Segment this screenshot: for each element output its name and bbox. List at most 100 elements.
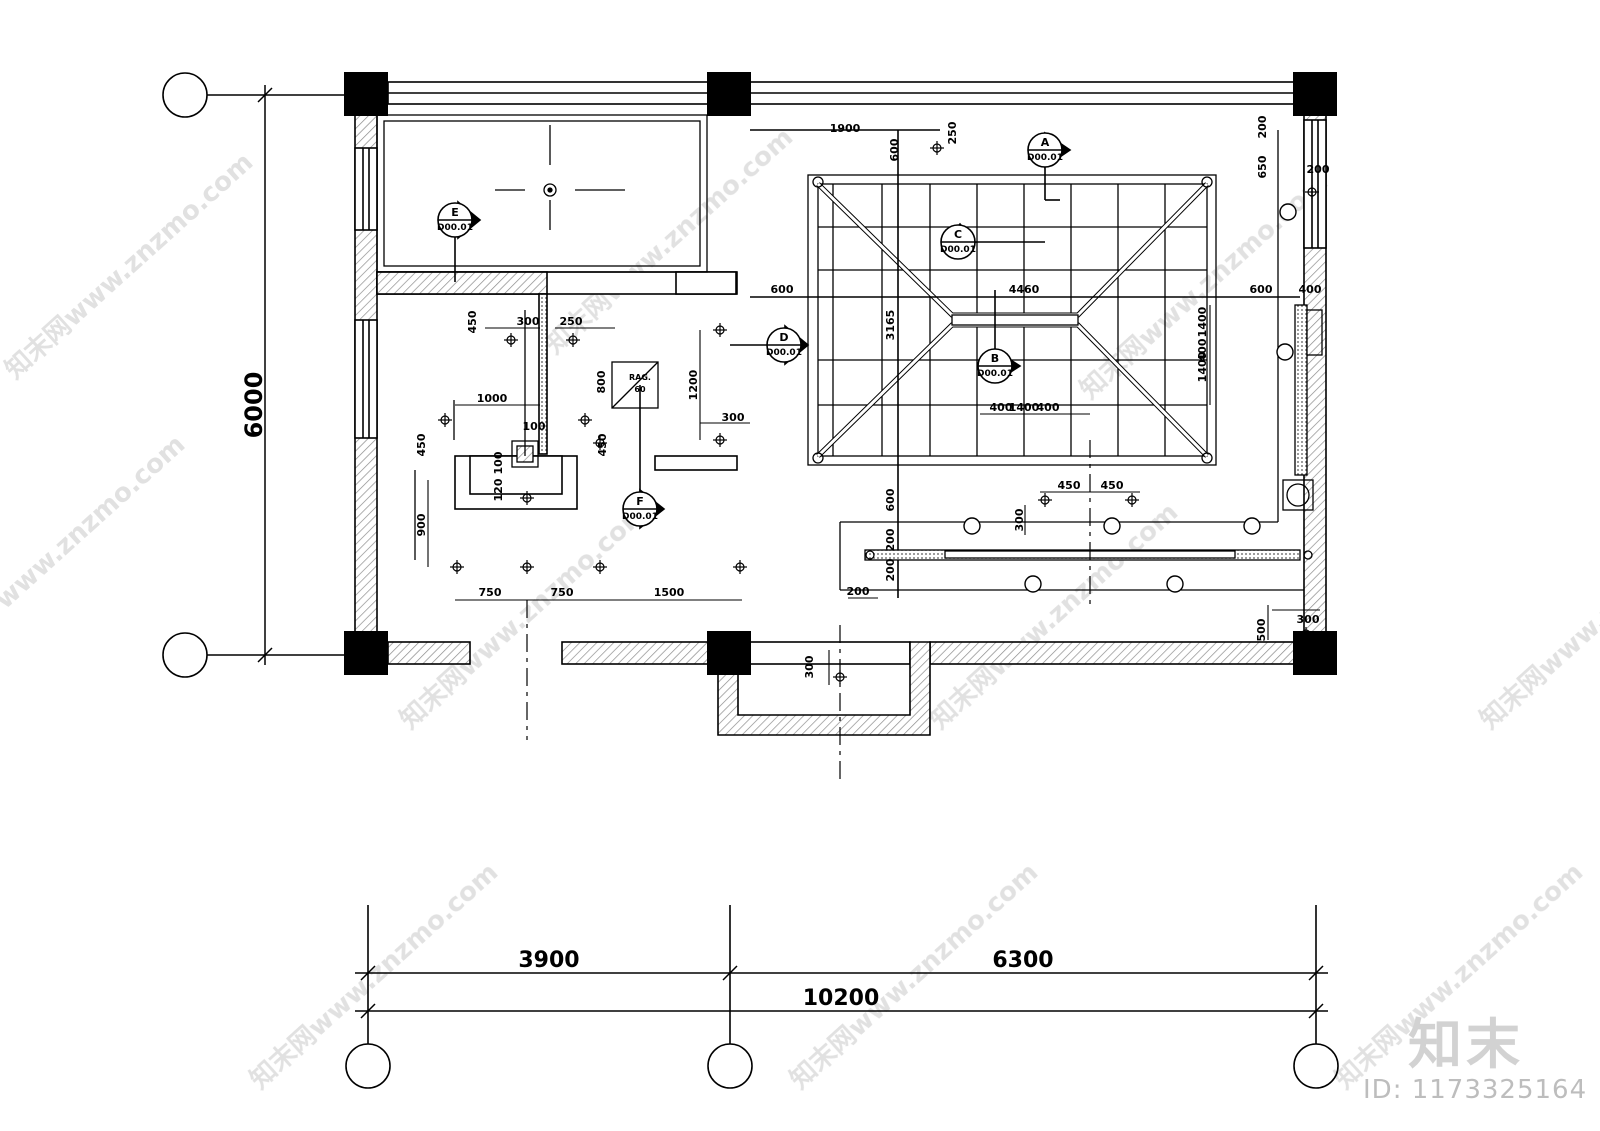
coffered-ceiling xyxy=(807,174,1217,466)
svg-text:1400: 1400 xyxy=(1196,306,1209,337)
section-b-ref: D00.01 xyxy=(977,369,1013,379)
section-marker-e xyxy=(437,200,482,282)
spotlight xyxy=(713,323,727,337)
grid-axes xyxy=(162,72,1339,1089)
dim-overall-height xyxy=(257,85,273,665)
svg-text:1900: 1900 xyxy=(830,122,861,135)
spotlight xyxy=(566,333,580,347)
svg-text:1500: 1500 xyxy=(654,586,685,599)
column xyxy=(344,72,388,116)
downlight xyxy=(1276,343,1294,361)
dim-bottom xyxy=(355,965,1328,1019)
section-b-letter: B xyxy=(991,352,999,365)
svg-text:1200: 1200 xyxy=(687,369,700,400)
svg-text:知末网www.znzmo.com: 知末网www.znzmo.com xyxy=(0,147,259,385)
spotlight xyxy=(504,333,518,347)
column xyxy=(1293,72,1337,116)
section-c-ref: D00.01 xyxy=(940,245,976,255)
downlight xyxy=(963,517,981,535)
downlight xyxy=(1279,203,1297,221)
svg-text:1400: 1400 xyxy=(1196,351,1209,382)
section-marker-labels: A D00.01 B D00.01 C D00.01 D D00.01 E D0… xyxy=(437,136,1063,522)
section-d-letter: D xyxy=(779,331,788,344)
spotlight xyxy=(1305,185,1319,199)
watermark-layer: 知末网www.znzmo.com www.znzmo.com 知末网www.zn… xyxy=(0,122,1600,1095)
svg-text:知末网www.znzmo.com: 知末网www.znzmo.com xyxy=(785,857,1045,1095)
svg-text:200: 200 xyxy=(884,558,897,581)
svg-text:400: 400 xyxy=(1037,401,1060,414)
svg-text:120: 120 xyxy=(492,478,505,501)
svg-text:知末网www.znzmo.com: 知末网www.znzmo.com xyxy=(1475,497,1600,735)
section-a-ref: D00.01 xyxy=(1027,153,1063,163)
dim-bay-left: 3900 xyxy=(518,948,579,973)
svg-text:400: 400 xyxy=(1299,283,1322,296)
section-marker-a xyxy=(1027,131,1072,201)
svg-text:100: 100 xyxy=(492,451,505,474)
spotlight xyxy=(520,560,534,574)
watermark-id: ID: 1173325164 xyxy=(1363,1075,1588,1105)
svg-text:www.znzmo.com: www.znzmo.com xyxy=(0,429,191,615)
spotlight xyxy=(578,413,592,427)
svg-text:200: 200 xyxy=(1256,115,1269,138)
svg-text:800: 800 xyxy=(595,370,608,393)
svg-text:450: 450 xyxy=(596,433,609,456)
spotlight xyxy=(1125,493,1139,507)
spotlight xyxy=(520,491,534,505)
center-lines xyxy=(526,440,1091,780)
grid-bubble-top-left xyxy=(162,72,208,118)
dim-overall-height-label: 6000 xyxy=(240,372,268,439)
column xyxy=(707,72,751,116)
svg-text:200: 200 xyxy=(884,528,897,551)
svg-text:1000: 1000 xyxy=(477,392,508,405)
vent-sub: 60 xyxy=(634,385,646,394)
svg-text:4460: 4460 xyxy=(1009,283,1040,296)
spotlight xyxy=(438,413,452,427)
svg-text:750: 750 xyxy=(479,586,502,599)
svg-text:100: 100 xyxy=(523,420,546,433)
svg-text:1400: 1400 xyxy=(1009,401,1040,414)
section-markers xyxy=(437,131,1072,530)
section-c-letter: C xyxy=(954,228,962,241)
section-d-ref: D00.01 xyxy=(766,348,802,358)
svg-text:450: 450 xyxy=(466,310,479,333)
section-f-letter: F xyxy=(636,495,644,508)
section-marker-c xyxy=(940,222,1045,260)
right-cabinets xyxy=(839,130,1323,591)
curtain-track xyxy=(864,549,1313,561)
downlights xyxy=(963,203,1297,593)
svg-text:200: 200 xyxy=(1307,163,1330,176)
column xyxy=(1293,631,1337,675)
grid-bubble-2 xyxy=(707,1043,753,1089)
downlight xyxy=(1024,575,1042,593)
column xyxy=(707,631,751,675)
spotlight xyxy=(930,141,944,155)
svg-text:3165: 3165 xyxy=(884,310,897,341)
svg-text:450: 450 xyxy=(1101,479,1124,492)
svg-text:450: 450 xyxy=(1058,479,1081,492)
svg-text:400: 400 xyxy=(1196,338,1209,361)
spotlight xyxy=(1299,627,1313,641)
svg-text:500: 500 xyxy=(1255,618,1268,641)
section-e-letter: E xyxy=(451,206,459,219)
ceiling-dim-labels: 1900 250 600 200 650 200 600 4460 600 40… xyxy=(771,115,1330,678)
svg-text:600: 600 xyxy=(888,138,901,161)
svg-text:250: 250 xyxy=(560,315,583,328)
grid-bubble-bottom-left xyxy=(162,632,208,678)
svg-text:300: 300 xyxy=(722,411,745,424)
svg-text:750: 750 xyxy=(551,586,574,599)
svg-text:300: 300 xyxy=(803,655,816,678)
spotlight xyxy=(593,560,607,574)
section-marker-f xyxy=(622,385,666,530)
section-a-letter: A xyxy=(1041,136,1050,149)
svg-text:250: 250 xyxy=(946,121,959,144)
dim-bay-right: 6300 xyxy=(992,948,1053,973)
svg-text:300: 300 xyxy=(517,315,540,328)
section-marker-d xyxy=(730,324,810,366)
svg-text:300: 300 xyxy=(1013,508,1026,531)
downlight xyxy=(1103,517,1121,535)
room-upper-left xyxy=(376,114,708,273)
grid-bubble-1 xyxy=(345,1043,391,1089)
svg-text:900: 900 xyxy=(415,513,428,536)
room-lower-left xyxy=(414,310,659,560)
